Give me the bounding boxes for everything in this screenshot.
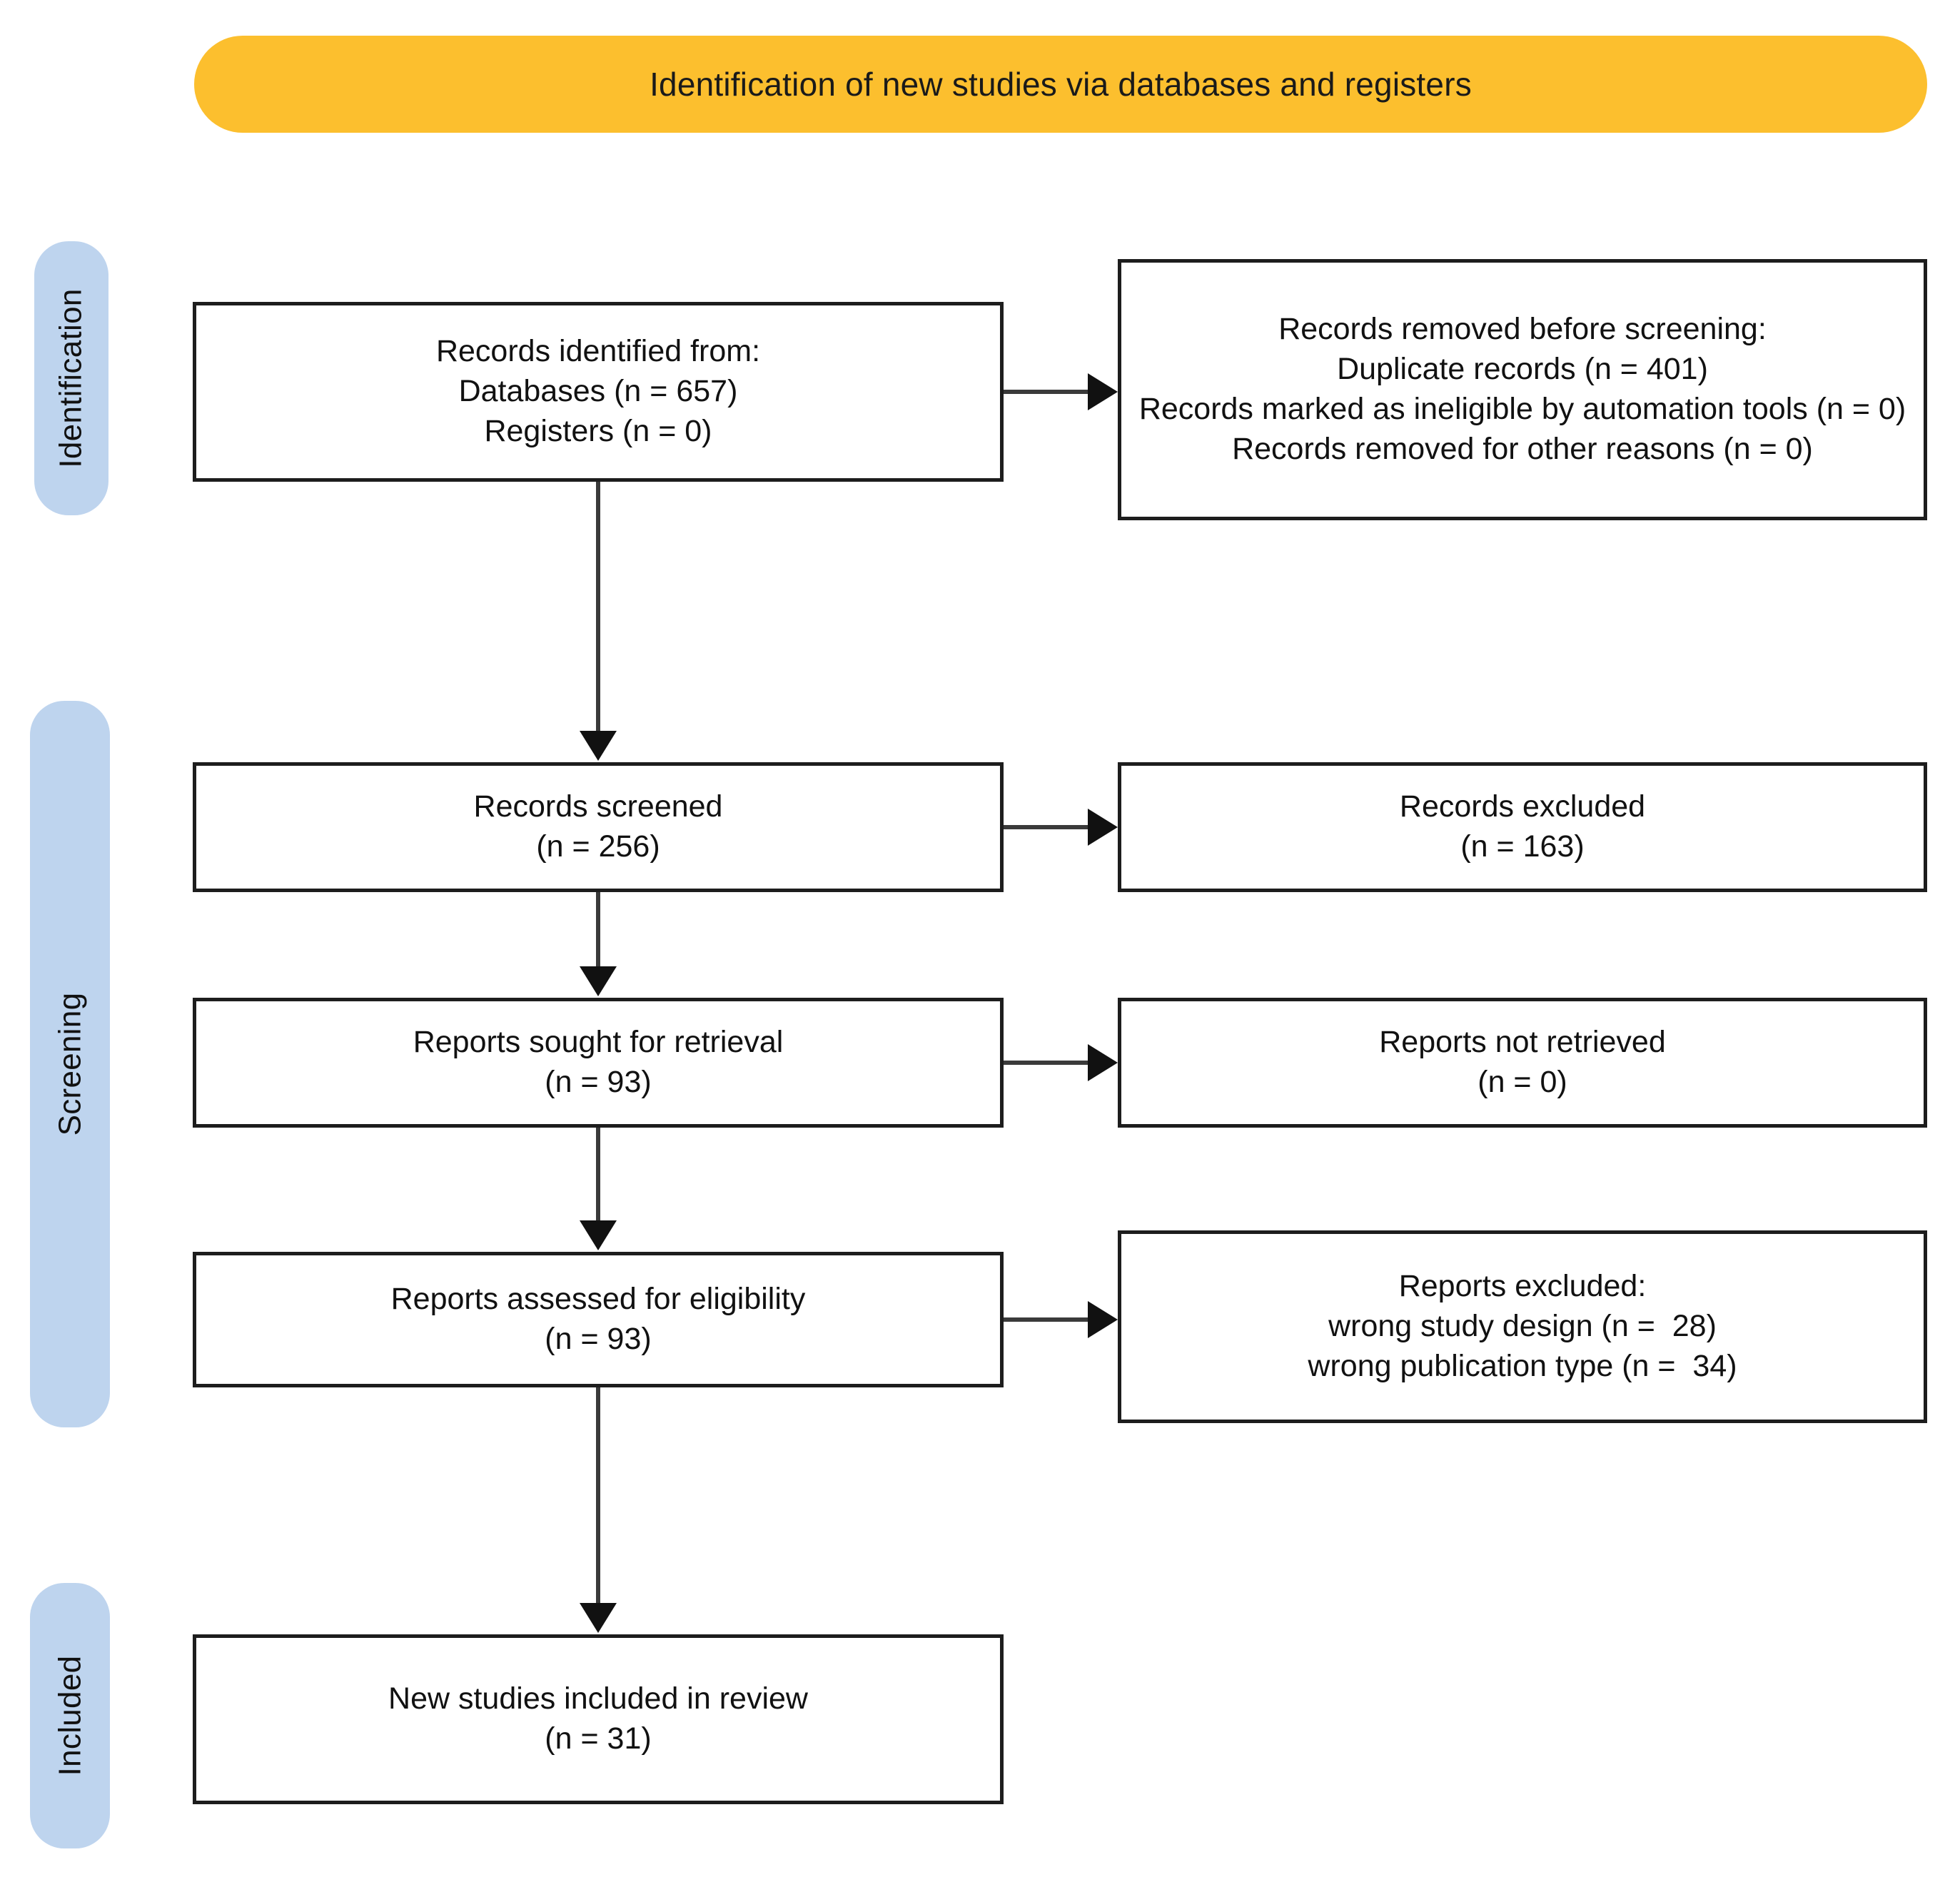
connector-line xyxy=(1004,390,1089,394)
node-line: (n = 31) xyxy=(545,1721,652,1756)
node-line: (n = 93) xyxy=(545,1065,652,1099)
stage-label-screening: Screening xyxy=(52,992,87,1136)
diagram-title: Identification of new studies via databa… xyxy=(650,66,1472,103)
node-line: New studies included in review xyxy=(388,1681,808,1716)
stage-label-identification: Identification xyxy=(54,288,89,468)
node-line: Records removed for other reasons (n = 0… xyxy=(1232,431,1813,466)
node-line: (n = 0) xyxy=(1477,1065,1567,1099)
node-reports-excluded: Reports excluded: wrong study design (n … xyxy=(1118,1230,1927,1423)
node-line: (n = 93) xyxy=(545,1322,652,1356)
node-line: Duplicate records (n = 401) xyxy=(1337,352,1708,387)
arrow-head-right-icon xyxy=(1088,1044,1118,1081)
node-line: (n = 163) xyxy=(1460,829,1585,864)
node-line: Records marked as ineligible by automati… xyxy=(1138,392,1906,426)
node-line: Records identified from: xyxy=(435,334,761,369)
arrow-head-right-icon xyxy=(1088,809,1118,846)
node-records-removed-before-screening: Records removed before screening: Duplic… xyxy=(1118,259,1927,520)
node-line: Databases (n = 657) xyxy=(458,374,738,409)
connector-line xyxy=(596,1387,600,1604)
stage-label-included: Included xyxy=(52,1655,88,1776)
diagram-title-banner: Identification of new studies via databa… xyxy=(194,36,1927,133)
stage-pill-identification: Identification xyxy=(34,241,108,515)
arrow-head-down-icon xyxy=(580,731,617,761)
node-reports-not-retrieved: Reports not retrieved (n = 0) xyxy=(1118,998,1927,1128)
node-reports-sought-for-retrieval: Reports sought for retrieval (n = 93) xyxy=(193,998,1004,1128)
node-records-identified: Records identified from: Databases (n = … xyxy=(193,302,1004,482)
node-new-studies-included: New studies included in review (n = 31) xyxy=(193,1634,1004,1804)
arrow-head-right-icon xyxy=(1088,1301,1118,1338)
node-line: wrong study design (n = 28) xyxy=(1328,1309,1717,1344)
node-line: Records excluded xyxy=(1399,789,1646,824)
node-line: Reports not retrieved xyxy=(1379,1025,1666,1060)
connector-line xyxy=(1004,1061,1089,1065)
arrow-head-down-icon xyxy=(580,1603,617,1633)
node-line: Reports excluded: xyxy=(1398,1269,1647,1304)
node-line: Reports assessed for eligibility xyxy=(390,1282,806,1317)
stage-pill-screening: Screening xyxy=(30,701,110,1427)
node-line: Reports sought for retrieval xyxy=(413,1025,784,1060)
node-records-excluded: Records excluded (n = 163) xyxy=(1118,762,1927,892)
node-line: (n = 256) xyxy=(536,829,660,864)
node-line: wrong publication type (n = 34) xyxy=(1308,1348,1737,1383)
node-line: Records removed before screening: xyxy=(1278,312,1767,347)
stage-pill-included: Included xyxy=(30,1583,110,1848)
connector-line xyxy=(1004,1317,1089,1322)
connector-line xyxy=(1004,825,1089,829)
arrow-head-right-icon xyxy=(1088,373,1118,410)
arrow-head-down-icon xyxy=(580,966,617,996)
connector-line xyxy=(596,892,600,968)
node-reports-assessed-for-eligibility: Reports assessed for eligibility (n = 93… xyxy=(193,1252,1004,1387)
connector-line xyxy=(596,1128,600,1222)
node-line: Records screened xyxy=(473,789,723,824)
arrow-head-down-icon xyxy=(580,1220,617,1250)
node-line: Registers (n = 0) xyxy=(484,413,712,448)
connector-line xyxy=(596,482,600,733)
node-records-screened: Records screened (n = 256) xyxy=(193,762,1004,892)
